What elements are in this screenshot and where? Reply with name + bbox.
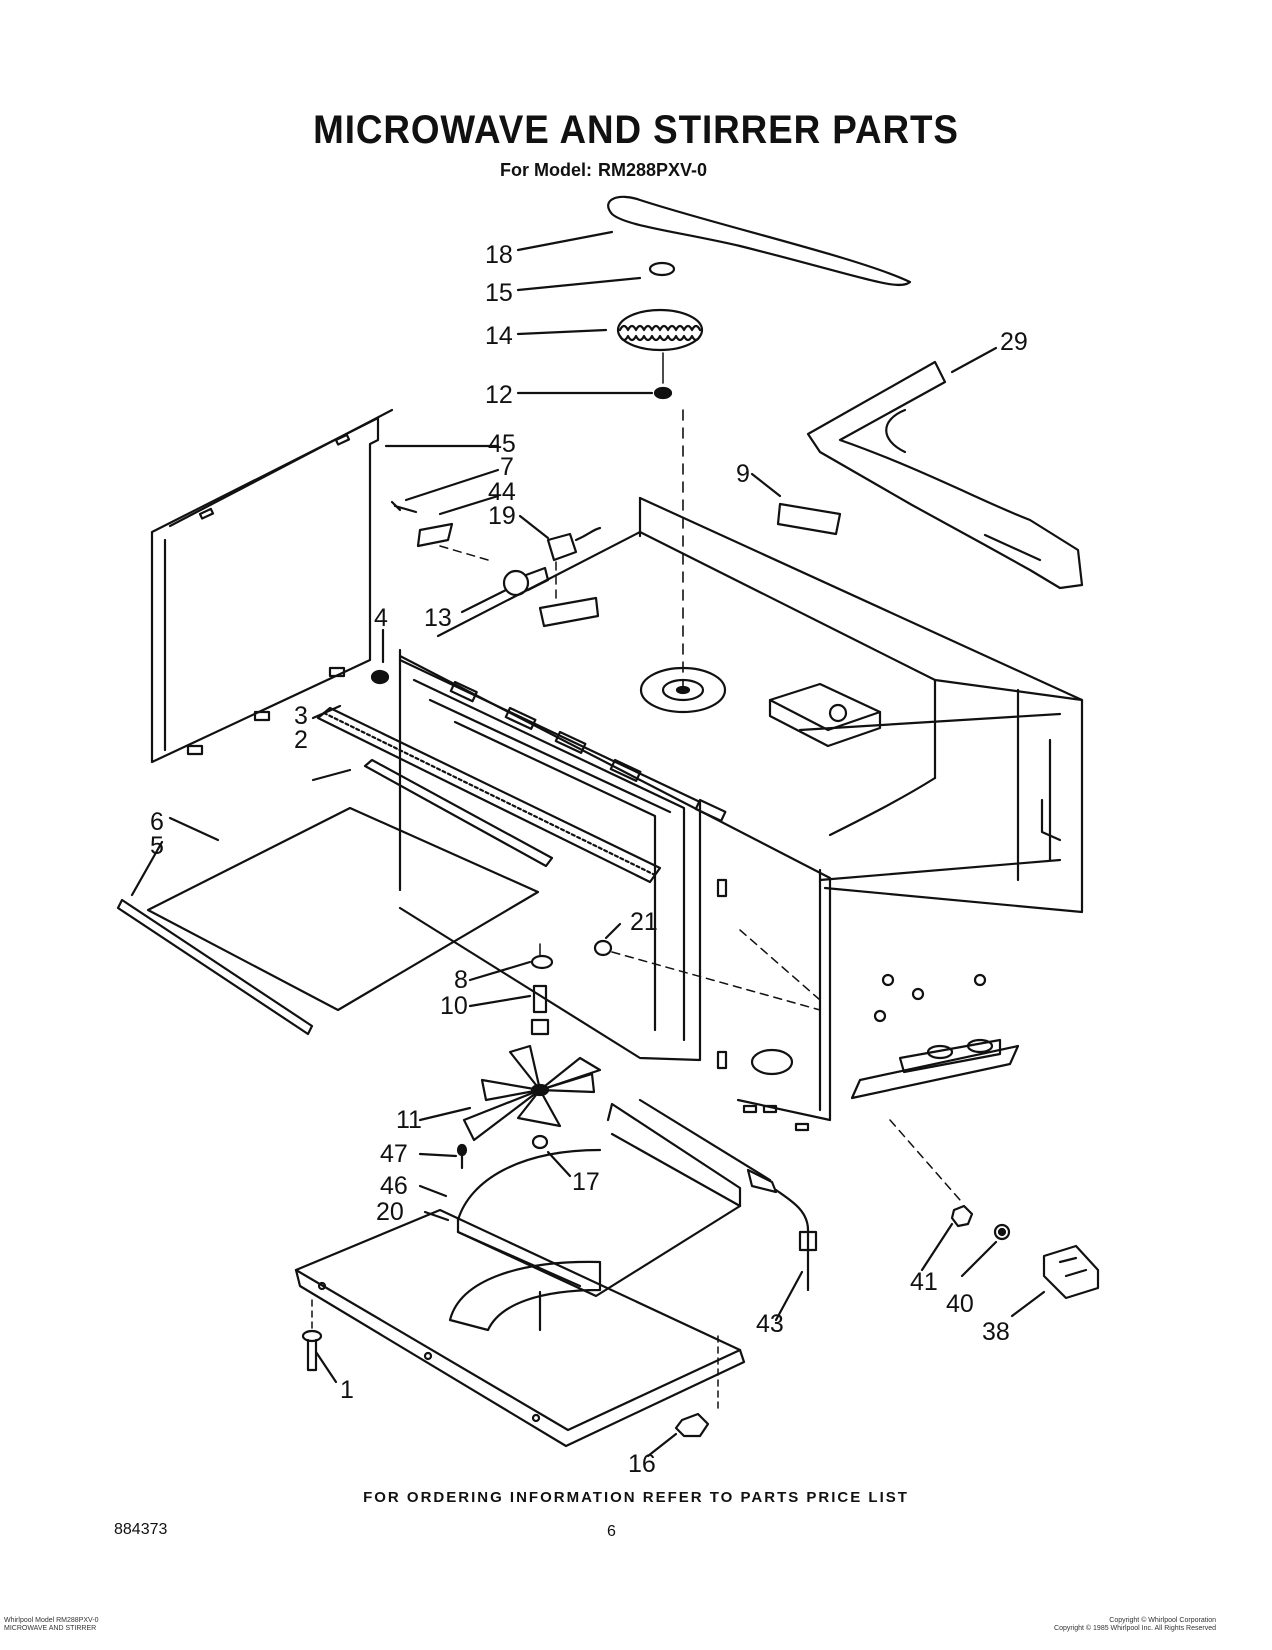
switch-part [1042,1244,1100,1300]
callout-43: 43 [756,1310,784,1338]
callout-47: 47 [380,1140,408,1168]
model-line: For Model: RM288PXV-0 [500,160,707,181]
nut-part [674,1412,710,1438]
stirrer-belt-part [607,195,912,287]
callout-19: 19 [488,502,516,530]
stirrer-blade-part [616,308,704,352]
glass-tray-part [146,806,540,1012]
fine-print-left-line: MICROWAVE AND STIRRER [4,1625,97,1632]
callout-3: 3 [294,702,308,730]
callout-9: 9 [736,460,750,488]
front-trim-part [116,898,314,1036]
callout-14: 14 [485,322,513,350]
callout-29: 29 [1000,328,1028,356]
callout-17: 17 [572,1168,600,1196]
callout-7: 7 [500,453,514,481]
callout-38: 38 [982,1318,1010,1346]
stirrer-cap-part [648,261,676,277]
callout-40: 40 [946,1290,974,1318]
model-number: RM288PXV-0 [598,160,708,180]
coupling-part [530,943,554,1036]
base-plate-part [294,1208,746,1448]
callout-11: 11 [396,1106,422,1134]
callout-1: 1 [340,1376,354,1404]
callout-13: 13 [424,604,452,632]
lamp-socket-part [546,526,602,562]
callout-labels: 18 15 14 12 29 45 7 44 19 9 13 4 3 2 6 5… [150,241,1028,1478]
callout-41: 41 [910,1268,938,1296]
callout-10: 10 [440,992,468,1020]
nut-part [593,939,613,957]
top-bracket-part [806,360,1084,590]
document-number: 884373 [114,1521,168,1538]
callout-5: 5 [150,832,164,860]
nut-part [531,1134,549,1150]
screw-part [301,1329,323,1372]
callout-44: 44 [488,478,516,506]
callout-15: 15 [485,279,513,307]
side-panel-part [150,408,394,764]
fine-print-right-line: Copyright © 1985 Whirlpool Inc. All Righ… [1054,1625,1216,1632]
nut-part [950,1204,974,1228]
callout-2: 2 [294,726,308,754]
model-label: For Model: [500,160,592,180]
callout-18: 18 [485,241,513,269]
fine-print-left-line: Whirlpool Model RM288PXV-0 [4,1617,99,1624]
lamp-opening [538,596,600,628]
lamp-bracket-part [416,522,454,548]
thermal-cutout-part [638,1098,818,1292]
fine-print-right: Copyright © Whirlpool Corporation Copyri… [1054,1617,1216,1633]
callout-12: 12 [485,381,513,409]
callout-20: 20 [376,1198,404,1226]
fine-print-right-line: Copyright © Whirlpool Corporation [1109,1617,1216,1624]
ordering-note: FOR ORDERING INFORMATION REFER TO PARTS … [363,1489,909,1506]
fine-print-left: Whirlpool Model RM288PXV-0 MICROWAVE AND… [4,1617,99,1633]
callout-8: 8 [454,966,468,994]
stirrer-hub-part [653,386,673,400]
callout-6: 6 [150,808,164,836]
callout-4: 4 [374,604,388,632]
callout-46: 46 [380,1172,408,1200]
callout-21: 21 [630,908,658,936]
callout-16: 16 [628,1450,656,1478]
washer-part [993,1223,1011,1241]
fan-shroud-part [456,1102,742,1298]
fan-blade-part [462,1044,602,1142]
screw-part [390,500,418,514]
page-title: MICROWAVE AND STIRRER PARTS [313,108,959,152]
oven-cabinet [398,496,1084,1132]
page-number: 6 [607,1523,616,1540]
connector-block-part [776,502,842,536]
callout-45: 45 [488,430,516,458]
nut-part [370,669,390,685]
